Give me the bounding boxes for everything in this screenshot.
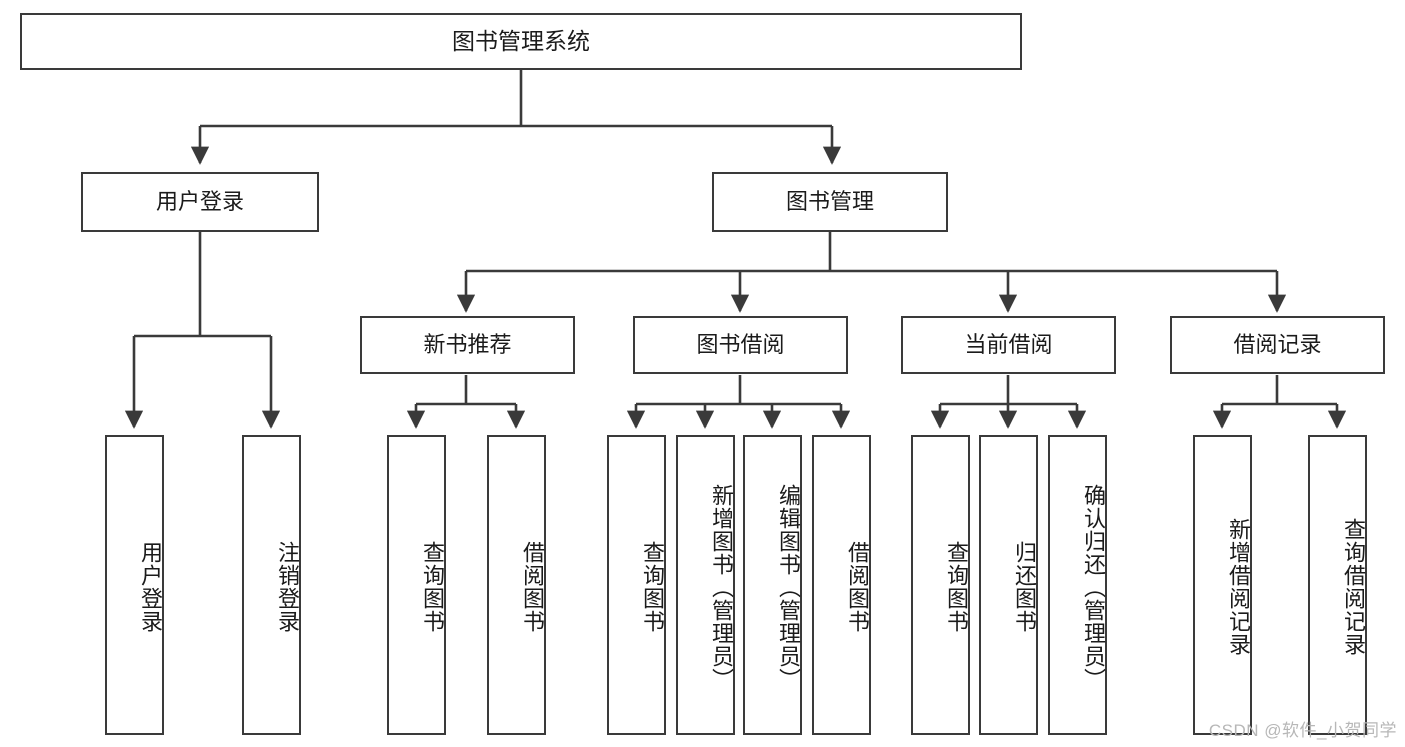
- node-label: 新增借阅记录: [1226, 518, 1251, 656]
- node-label: 当前借阅: [964, 332, 1053, 358]
- node-book-borrow[interactable]: 图书借阅: [633, 316, 848, 374]
- leaf-query-book-current[interactable]: 查询图书: [911, 435, 970, 735]
- node-label: 查询图书: [420, 541, 445, 633]
- node-borrow-record[interactable]: 借阅记录: [1170, 316, 1385, 374]
- node-label: 编辑图书（管理员）: [776, 483, 801, 691]
- leaf-query-book-borrow[interactable]: 查询图书: [607, 435, 666, 735]
- leaf-user-login[interactable]: 用户登录: [105, 435, 164, 735]
- node-label: 归还图书: [1012, 541, 1037, 633]
- node-label: 确认归还（管理员）: [1081, 483, 1106, 691]
- leaf-edit-book-admin[interactable]: 编辑图书（管理员）: [743, 435, 802, 735]
- node-label: 新增图书（管理员）: [709, 483, 734, 691]
- node-label: 用户登录: [138, 541, 163, 633]
- leaf-confirm-return-admin[interactable]: 确认归还（管理员）: [1048, 435, 1107, 735]
- node-label: 新书推荐: [423, 332, 512, 358]
- csdn-watermark: CSDN @软件_小贺同学: [1208, 721, 1397, 740]
- leaf-borrow-book-recommend[interactable]: 借阅图书: [487, 435, 546, 735]
- node-label: 借阅图书: [520, 541, 545, 633]
- node-current-borrow[interactable]: 当前借阅: [901, 316, 1116, 374]
- leaf-logout[interactable]: 注销登录: [242, 435, 301, 735]
- node-new-book-recommend[interactable]: 新书推荐: [360, 316, 575, 374]
- node-book-management[interactable]: 图书管理: [712, 172, 948, 232]
- node-label: 图书管理: [785, 189, 874, 215]
- node-label: 查询图书: [640, 541, 665, 633]
- leaf-add-book-admin[interactable]: 新增图书（管理员）: [676, 435, 735, 735]
- node-root-system[interactable]: 图书管理系统: [20, 13, 1022, 70]
- node-label: 用户登录: [155, 189, 244, 215]
- node-label: 查询图书: [944, 541, 969, 633]
- leaf-borrow-book[interactable]: 借阅图书: [812, 435, 871, 735]
- node-label: 图书借阅: [696, 332, 785, 358]
- leaf-add-borrow-record[interactable]: 新增借阅记录: [1193, 435, 1252, 735]
- leaf-return-book[interactable]: 归还图书: [979, 435, 1038, 735]
- node-label: 借阅图书: [845, 541, 870, 633]
- node-label: 查询借阅记录: [1341, 518, 1366, 656]
- leaf-query-book-recommend[interactable]: 查询图书: [387, 435, 446, 735]
- node-label: 注销登录: [275, 541, 300, 633]
- node-label: 图书管理系统: [452, 28, 590, 55]
- node-user-login[interactable]: 用户登录: [81, 172, 319, 232]
- leaf-query-borrow-record[interactable]: 查询借阅记录: [1308, 435, 1367, 735]
- node-label: 借阅记录: [1233, 332, 1322, 358]
